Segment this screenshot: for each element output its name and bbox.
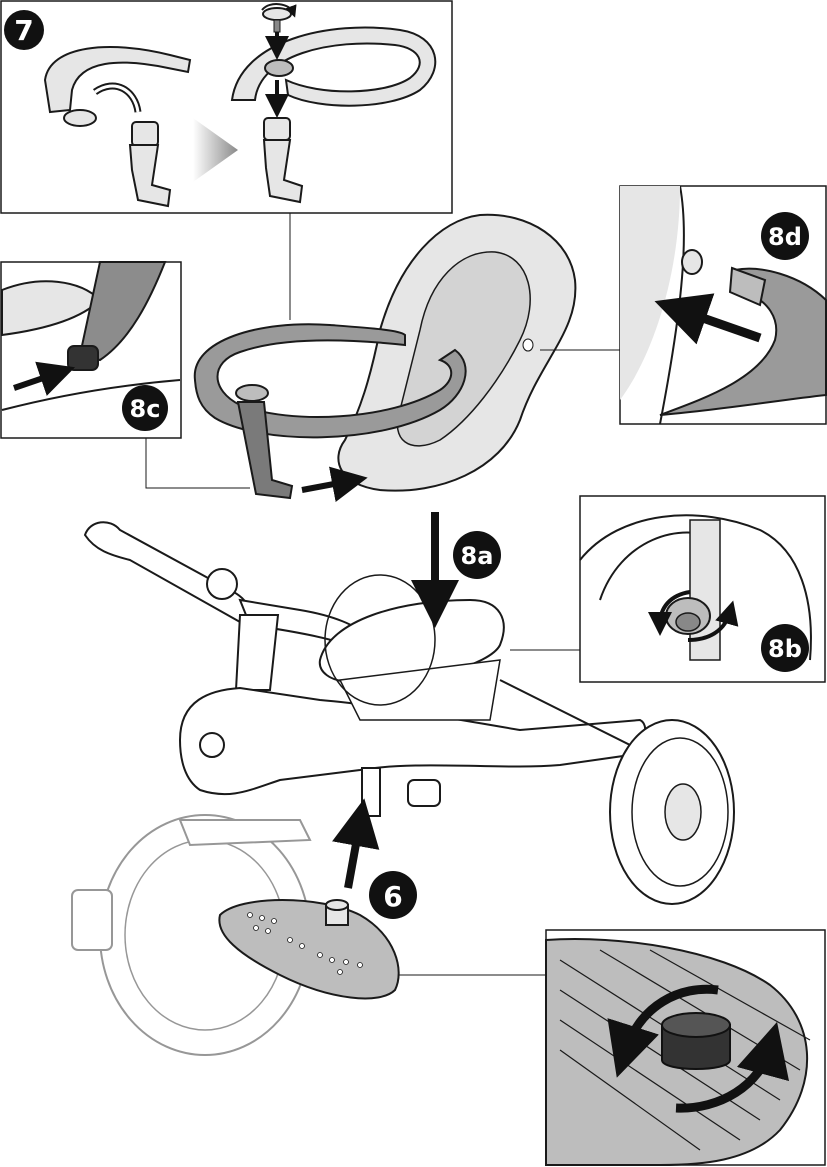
knob-icon <box>662 1013 730 1069</box>
step8c-panel: 8c <box>1 262 181 438</box>
step6-badge: 6 <box>369 871 417 919</box>
step7-badge: 7 <box>4 10 44 50</box>
footrest <box>219 900 398 998</box>
svg-text:8a: 8a <box>461 542 494 570</box>
step8b-badge: 8b <box>761 624 809 672</box>
arrow-icon <box>348 822 360 888</box>
step7-panel: 7 <box>1 1 452 213</box>
svg-text:6: 6 <box>383 880 402 913</box>
svg-text:7: 7 <box>14 14 33 47</box>
step8d-panel: 8d <box>620 186 826 424</box>
svg-text:8c: 8c <box>130 395 161 423</box>
knob-icon <box>68 346 98 370</box>
knob-icon <box>666 598 710 634</box>
step8c-badge: 8c <box>122 385 168 431</box>
step8d-badge: 8d <box>761 212 809 260</box>
footrest-detail-panel <box>546 930 825 1165</box>
arrow-icon <box>302 481 350 490</box>
svg-text:8b: 8b <box>768 635 802 663</box>
svg-text:8d: 8d <box>768 223 802 251</box>
step8a-badge: 8a <box>453 531 501 579</box>
step8b-panel: 8b <box>580 496 825 682</box>
